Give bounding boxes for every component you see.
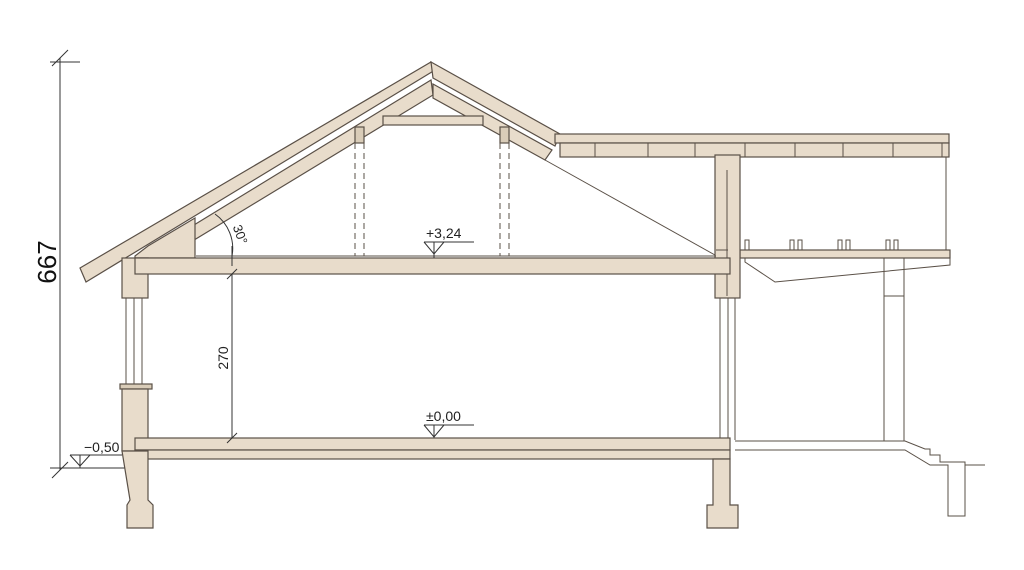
- room-height-dimension: 270: [215, 268, 238, 444]
- flat-roof: [554, 133, 951, 442]
- terrace-floor: [735, 440, 985, 517]
- attic-level-marker: +3,24: [423, 225, 474, 258]
- attic-slab: [134, 249, 731, 275]
- room-height-label: 270: [215, 346, 231, 370]
- ground-level-marker: ±0,00: [423, 408, 474, 438]
- ground-level-label: ±0,00: [426, 408, 461, 424]
- flat-roof-joists: [594, 143, 943, 157]
- total-height-label: 667: [32, 240, 62, 283]
- gable-roof: [79, 60, 716, 283]
- ground-slab: [121, 437, 739, 529]
- grade-level-marker: −0,50: [69, 439, 122, 468]
- total-height-dimension: 667: [32, 49, 125, 479]
- roof-angle-label: 30°: [230, 223, 251, 247]
- terrace-railing: [744, 239, 899, 251]
- attic-level-label: +3,24: [426, 225, 462, 241]
- roof-angle-marker: 30°: [214, 213, 251, 266]
- grade-level-label: −0,50: [84, 439, 120, 455]
